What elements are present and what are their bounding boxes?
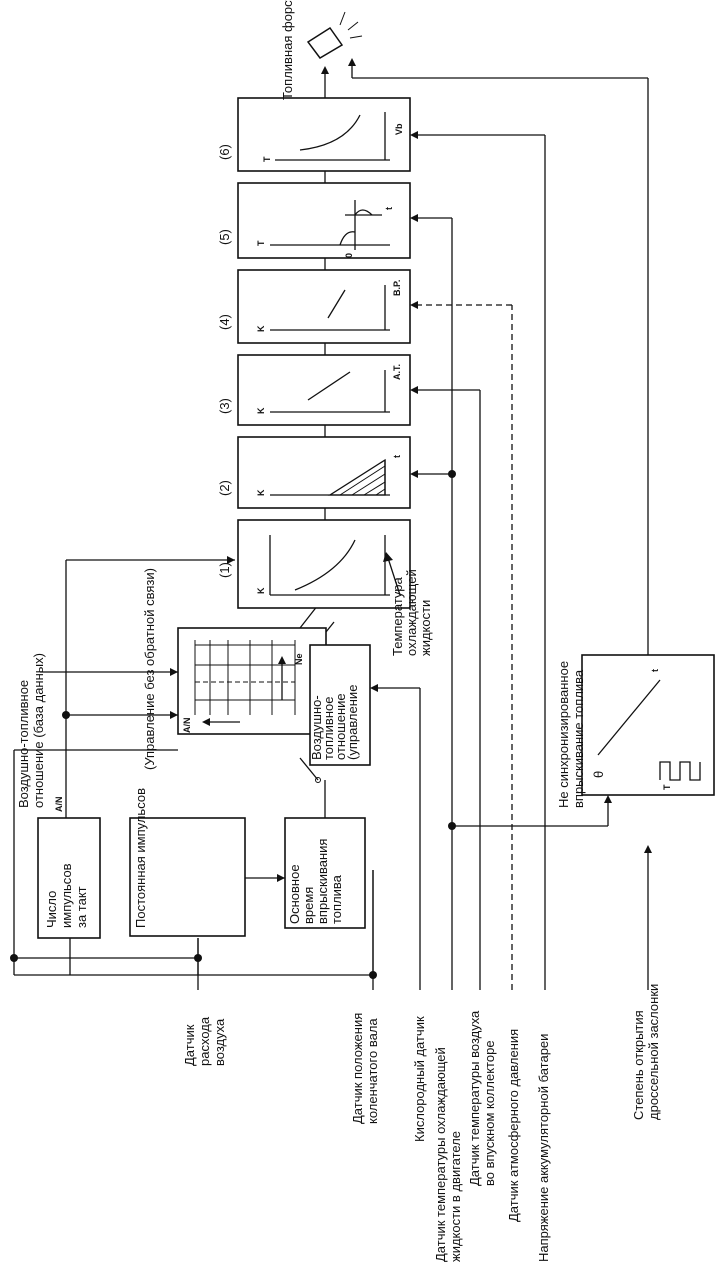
- pulses-per-cycle-label: Число импульсов за такт: [44, 860, 89, 928]
- closed-loop-label: Воздушно- топливное отношение (управлени…: [309, 685, 360, 760]
- pulse-constant-label: Постоянная импульсов: [133, 788, 148, 928]
- open-loop-label: (Управление без обратной связи): [142, 568, 157, 770]
- stage-side-connections: [410, 131, 545, 478]
- stage-5: [237, 182, 411, 259]
- async-theta-label: θ: [591, 771, 606, 778]
- block-closed-loop: [309, 644, 371, 766]
- stage-5-y-axis: T: [256, 240, 266, 246]
- fuel-injector-icon: [306, 11, 363, 59]
- stage-4-y-axis: K: [256, 325, 266, 332]
- stage-1-y-axis: K: [256, 587, 266, 594]
- stage-2-number: (2): [217, 480, 232, 496]
- stage-4-number: (4): [217, 314, 232, 330]
- map-y-axis-label: A/N: [182, 718, 192, 734]
- sensor-lines: [197, 135, 649, 990]
- air-flow-sensor-label: Датчик расхода воздуха: [182, 1013, 227, 1066]
- stage-4: [237, 269, 411, 344]
- async-injection-label: Не синхронизированное впрыскивание топли…: [556, 657, 586, 808]
- stage-2-y-axis: K: [256, 489, 266, 496]
- stage-5-number: (5): [217, 229, 232, 245]
- stage-5-origin: 0: [344, 253, 354, 258]
- crankshaft-sensor-label: Датчик положения коленчатого вала: [350, 1009, 380, 1124]
- afr-database-label: Воздушно-топливное отношение (база данны…: [16, 653, 46, 808]
- base-time-label: Основное время впрыскивания топлива: [287, 835, 344, 924]
- block-pulses-per-cycle: [37, 817, 101, 939]
- async-t-label: t: [650, 669, 660, 672]
- stage-3: [237, 354, 411, 426]
- block-pulse-constant: [129, 817, 246, 937]
- stage-2: [237, 436, 411, 509]
- async-T-label: T: [662, 784, 672, 790]
- atmospheric-sensor-label: Датчик атмосферного давления: [506, 1029, 521, 1222]
- distribution-lines: [10, 58, 652, 979]
- stage-6-x-axis: Vb: [394, 123, 404, 135]
- injector-label: Топливная форсунка: [280, 0, 295, 100]
- coolant-temperature-label: Температура охлаждающей жидкости: [390, 566, 433, 656]
- stage-6-y-axis: T: [262, 156, 272, 162]
- stage-1: [237, 519, 411, 609]
- stage-3-number: (3): [217, 398, 232, 414]
- battery-voltage-label: Напряжение аккумуляторной батареи: [536, 1034, 551, 1262]
- block-base-time: [284, 817, 366, 929]
- an-signal-label: A/N: [54, 797, 64, 813]
- stage-3-x-axis: A.T.: [392, 364, 402, 380]
- intake-air-sensor-label: Датчик температуры воздуха во впускном к…: [467, 1007, 497, 1186]
- map-x-axis-label: Ne: [294, 653, 304, 665]
- stage-5-x-axis: t: [384, 207, 394, 210]
- throttle-label: Степень открытия дроссельной заслонки: [631, 984, 661, 1120]
- stage-6: [237, 97, 411, 172]
- stage-3-y-axis: K: [256, 407, 266, 414]
- block-async-injection: [581, 654, 715, 796]
- stage-1-number: (1): [217, 562, 232, 578]
- stage-4-x-axis: B.P.: [392, 280, 402, 296]
- stage-6-number: (6): [217, 144, 232, 160]
- coolant-temperature-arrow: [383, 552, 401, 596]
- stage-2-x-axis: t: [392, 455, 402, 458]
- oxygen-sensor-label: Кислородный датчик: [412, 1016, 427, 1142]
- coolant-sensor-label: Датчик температуры охлаждающей жидкости …: [433, 1044, 463, 1262]
- block-map: [177, 627, 327, 735]
